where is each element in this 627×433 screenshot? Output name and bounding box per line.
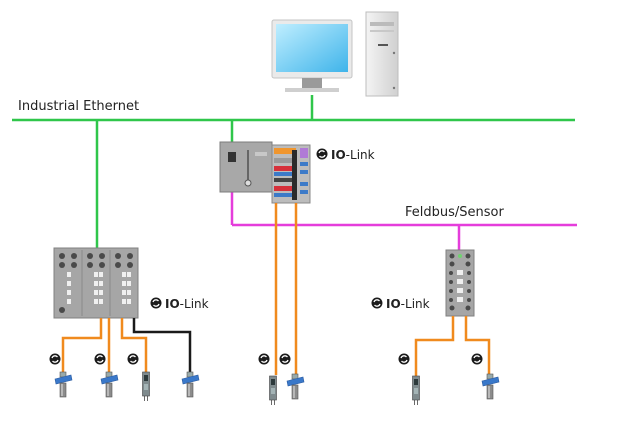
io-link-logo-icon <box>315 147 329 161</box>
io-link-port-icon <box>48 352 62 366</box>
io-link-port-icon <box>397 352 411 366</box>
monitor-icon <box>271 19 353 92</box>
terminal-modules <box>271 144 311 204</box>
svg-text:IO-Link: IO-Link <box>331 148 375 162</box>
io-link-logo-icon <box>149 296 163 310</box>
io-link-label-left: IO-Link <box>149 296 209 311</box>
io-link-prefix: IO <box>165 297 180 311</box>
inductive-sensor-icon <box>181 371 200 398</box>
industrial-ethernet-label: Industrial Ethernet <box>18 99 139 114</box>
io-link-suffix: -Link <box>180 297 209 311</box>
io-link-port-icon <box>257 352 271 366</box>
io-link-label-right: IO-Link <box>370 296 430 311</box>
io-link-logo-icon <box>370 296 384 310</box>
io-link-prefix: IO <box>386 297 401 311</box>
photoelectric-sensor-icon <box>142 371 150 402</box>
center-cables <box>274 203 298 375</box>
io-link-port-icon <box>470 352 484 366</box>
industrial-ethernet-bus <box>12 95 575 248</box>
io-link-master-right <box>445 249 475 317</box>
workstation <box>271 11 399 97</box>
io-link-port-icon <box>278 352 292 366</box>
inductive-sensor-icon <box>100 371 119 398</box>
io-link-suffix: -Link <box>401 297 430 311</box>
io-link-master-left <box>53 247 139 319</box>
io-link-port-icon <box>126 352 140 366</box>
fieldbus-sensor-bus <box>230 192 577 250</box>
right-cables <box>414 316 491 376</box>
io-link-suffix: -Link <box>346 148 375 162</box>
io-link-prefix: IO <box>331 148 346 162</box>
pc-tower-icon <box>365 11 399 97</box>
inductive-sensor-icon <box>481 373 500 400</box>
svg-text:IO-Link: IO-Link <box>386 297 430 311</box>
io-link-port-icon <box>93 352 107 366</box>
io-link-label-center: IO-Link <box>315 147 375 162</box>
svg-text:IO-Link: IO-Link <box>165 297 209 311</box>
photoelectric-sensor-icon <box>412 375 420 406</box>
photoelectric-sensor-icon <box>269 375 277 406</box>
inductive-sensor-icon <box>286 373 305 400</box>
fieldbus-sensor-label: Feldbus/Sensor <box>405 205 504 220</box>
inductive-sensor-icon <box>54 371 73 398</box>
io-link-master-center <box>219 141 311 204</box>
left-cables <box>61 318 192 372</box>
